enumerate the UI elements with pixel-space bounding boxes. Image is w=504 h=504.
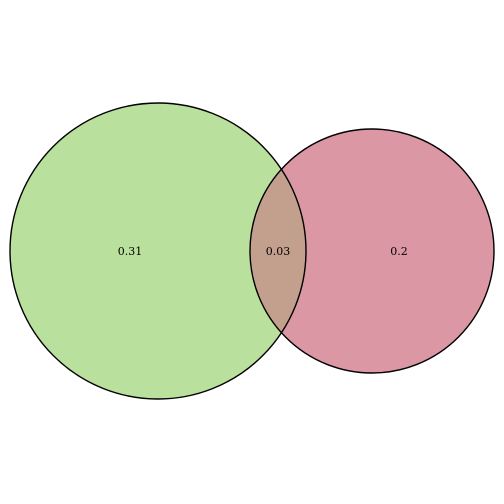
intersection-value: 0.03 [266, 245, 291, 258]
right-only-value: 0.2 [390, 245, 408, 258]
right-set-circle [250, 129, 494, 373]
left-set-outline [9, 102, 307, 400]
left-set-circle [10, 103, 306, 399]
left-only-value: 0.31 [118, 245, 143, 258]
right-set-outline [249, 128, 495, 374]
